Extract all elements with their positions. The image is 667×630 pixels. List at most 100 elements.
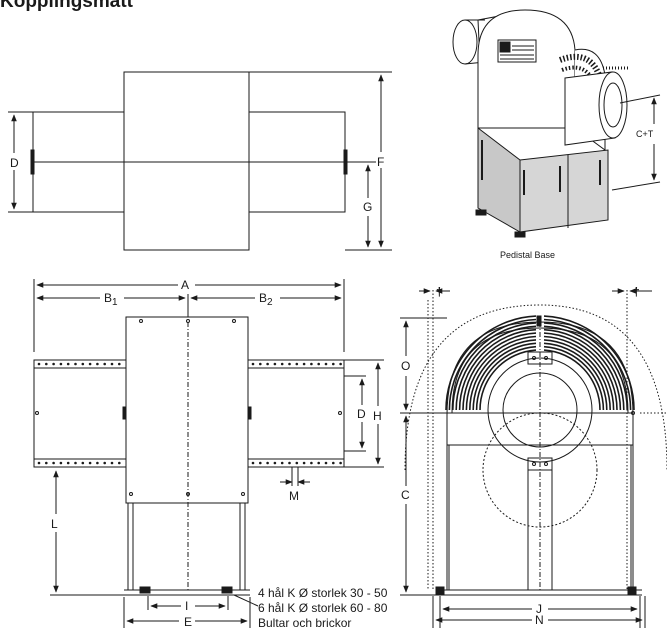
grille-fin	[543, 349, 601, 411]
bolt-hole	[118, 362, 121, 366]
bolt-hole	[103, 362, 106, 366]
label-b2: B2	[259, 291, 273, 308]
grille-fin	[448, 318, 537, 411]
grille-fin	[458, 328, 537, 411]
label-a: A	[181, 278, 189, 292]
bolt-hole	[288, 362, 291, 366]
illustration-caption: Pedistal Base	[500, 250, 555, 260]
grille-fin	[475, 345, 537, 411]
bolt-hole	[118, 461, 121, 465]
bolt-hole	[52, 461, 55, 465]
bolt-hole	[251, 362, 255, 366]
bolt-hole	[266, 461, 269, 465]
bolt-hole	[103, 461, 106, 465]
bolt-hole	[332, 362, 335, 366]
grille-fin	[452, 322, 537, 411]
bolt-hole-rows	[37, 362, 342, 465]
grille-fin	[465, 335, 537, 411]
grille-fin	[472, 342, 537, 411]
bolt-hole	[273, 461, 277, 465]
label-l: L	[51, 517, 58, 531]
bolt-hole	[317, 362, 321, 366]
label-c-plus-t: C+T	[636, 129, 654, 139]
pedestal-3d-illustration	[452, 9, 661, 238]
grille-fin	[445, 315, 537, 411]
bolt-hole	[259, 461, 262, 465]
bolt-hole	[45, 362, 48, 366]
bolt-hole	[88, 461, 92, 465]
grille-fin	[543, 339, 611, 411]
bolt-hole	[280, 461, 284, 465]
grille-fin	[543, 318, 632, 411]
page-title: Kopplingsmått	[0, 0, 133, 12]
grille-fin	[543, 315, 635, 411]
label-i: I	[185, 599, 188, 613]
bolt-hole	[317, 461, 321, 465]
bolt-hole	[324, 461, 328, 465]
bolt-hole	[110, 461, 114, 465]
bolt-hole	[110, 362, 114, 366]
label-h: H	[373, 409, 382, 423]
label-dagger-left: †	[436, 285, 443, 299]
bolt-hole	[339, 461, 342, 465]
grille-fin	[543, 328, 622, 411]
label-o: O	[401, 359, 410, 373]
grille-fin	[479, 349, 537, 411]
bolt-hole	[302, 461, 306, 465]
grille-fin	[543, 322, 628, 411]
bolt-hole	[266, 362, 269, 366]
bolt-hole	[66, 461, 70, 465]
grille-fin	[543, 342, 608, 411]
bolt-hole	[280, 362, 284, 366]
bolt-hole	[251, 461, 255, 465]
bolt-hole	[81, 461, 85, 465]
grille-fin	[543, 332, 618, 411]
front-view	[400, 288, 667, 628]
label-e: E	[184, 615, 192, 629]
bolt-hole	[302, 362, 306, 366]
label-j: J	[536, 602, 542, 616]
bolt-hole	[259, 362, 262, 366]
label-n: N	[535, 613, 544, 627]
bolt-hole	[96, 362, 99, 366]
label-g: G	[363, 200, 372, 214]
bolt-hole	[88, 362, 92, 366]
label-c: C	[401, 488, 410, 502]
bolt-hole	[295, 362, 299, 366]
bolt-hole	[310, 461, 313, 465]
grille-fin	[543, 335, 615, 411]
bolt-hole	[37, 362, 41, 366]
note-line-1: 4 hål K Ø storlek 30 - 50	[258, 586, 388, 600]
side-view-simple	[8, 71, 392, 251]
side-view-detailed	[33, 279, 384, 628]
label-dagger-right: †	[633, 285, 640, 299]
note-line-3: Bultar och brickor	[258, 616, 351, 630]
bolt-hole	[74, 362, 77, 366]
bolt-hole	[66, 362, 70, 366]
grille-fin	[543, 345, 605, 411]
bolt-hole	[81, 362, 85, 366]
bolt-hole	[295, 461, 299, 465]
bolt-hole	[52, 362, 55, 366]
bolt-hole	[96, 461, 99, 465]
bolt-hole	[332, 461, 335, 465]
bolt-hole	[288, 461, 291, 465]
label-d-bottom: D	[357, 407, 366, 421]
grille-fin	[455, 325, 537, 411]
bolt-hole	[59, 362, 63, 366]
bolt-hole	[59, 461, 63, 465]
grille-fin	[462, 332, 537, 411]
label-d-top: D	[10, 156, 19, 170]
label-b1: B1	[104, 291, 118, 308]
bolt-hole	[45, 461, 48, 465]
grille-fin	[469, 339, 537, 411]
bolt-hole	[339, 362, 342, 366]
grille-fin	[543, 325, 625, 411]
label-m: M	[289, 489, 299, 503]
label-f: F	[377, 155, 384, 169]
bolt-hole	[324, 362, 328, 366]
bolt-hole	[310, 362, 313, 366]
note-line-2: 6 hål K Ø storlek 60 - 80	[258, 601, 388, 615]
bolt-hole	[37, 461, 41, 465]
